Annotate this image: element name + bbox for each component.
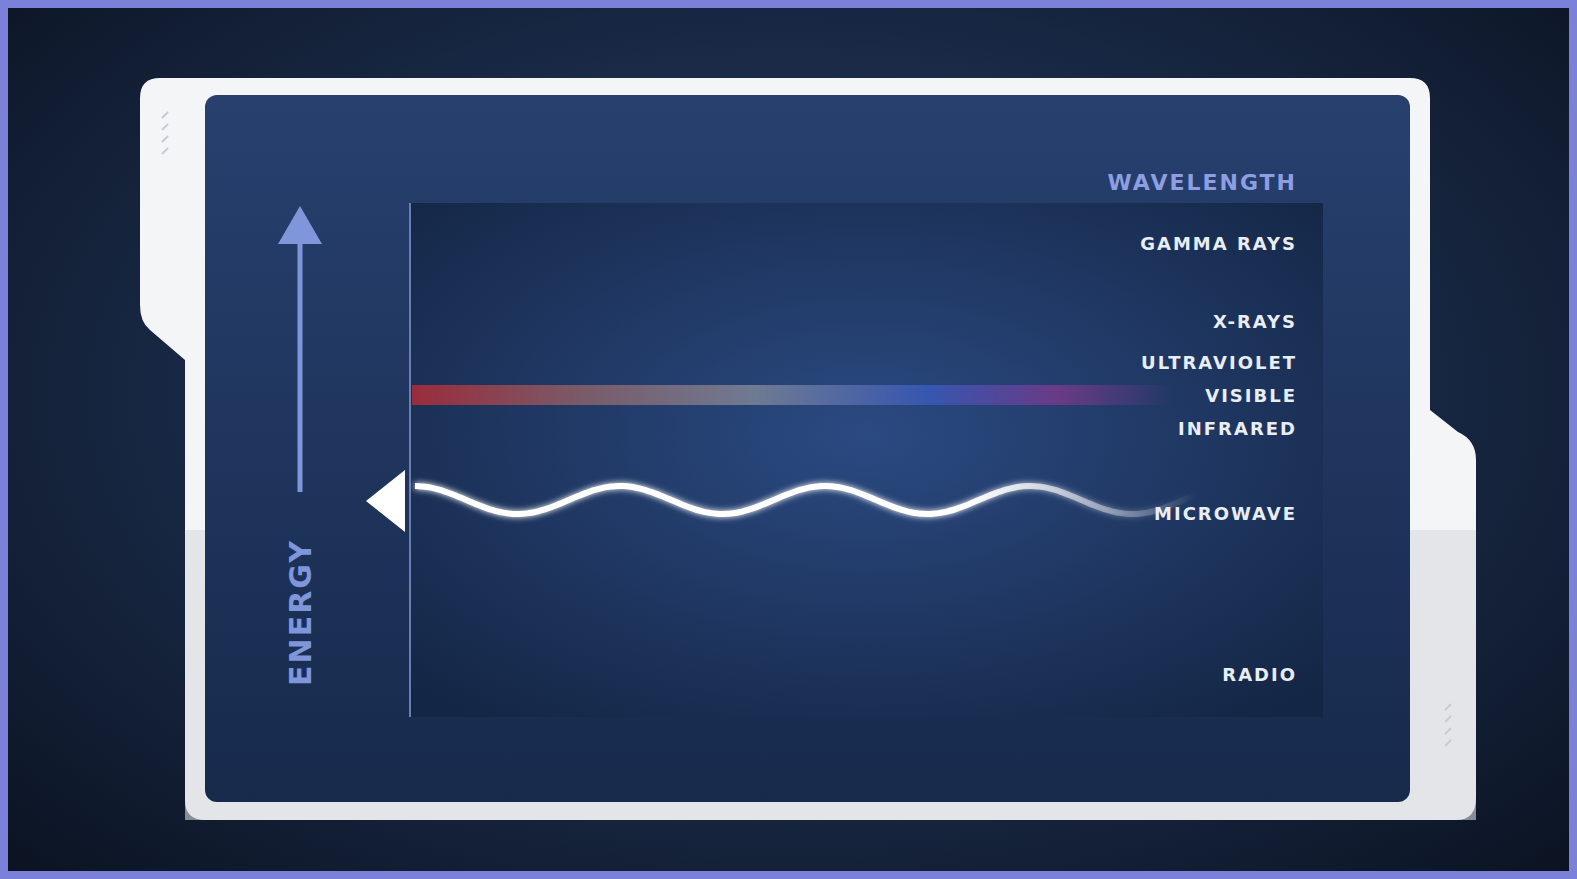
visible-spectrum-band <box>412 385 1172 405</box>
band-label: X-RAYS <box>1213 311 1297 332</box>
band-label: INFRARED <box>1178 418 1297 439</box>
energy-arrow <box>298 236 303 492</box>
band-label: VISIBLE <box>1205 385 1297 406</box>
inner-panel <box>205 95 1410 802</box>
band-label: GAMMA RAYS <box>1140 233 1297 254</box>
panel-frame <box>140 78 1476 820</box>
selector-triangle <box>366 470 405 532</box>
chart-area <box>410 203 1323 717</box>
microwave-wave <box>415 486 1195 514</box>
band-label: RADIO <box>1222 664 1297 685</box>
chart-axis <box>409 203 411 717</box>
axis-title: ENERGY <box>282 539 317 686</box>
band-label: ULTRAVIOLET <box>1141 352 1297 373</box>
band-label: MICROWAVE <box>1154 503 1297 524</box>
energy-arrowhead <box>278 206 322 244</box>
axis-title: WAVELENGTH <box>1108 170 1297 195</box>
